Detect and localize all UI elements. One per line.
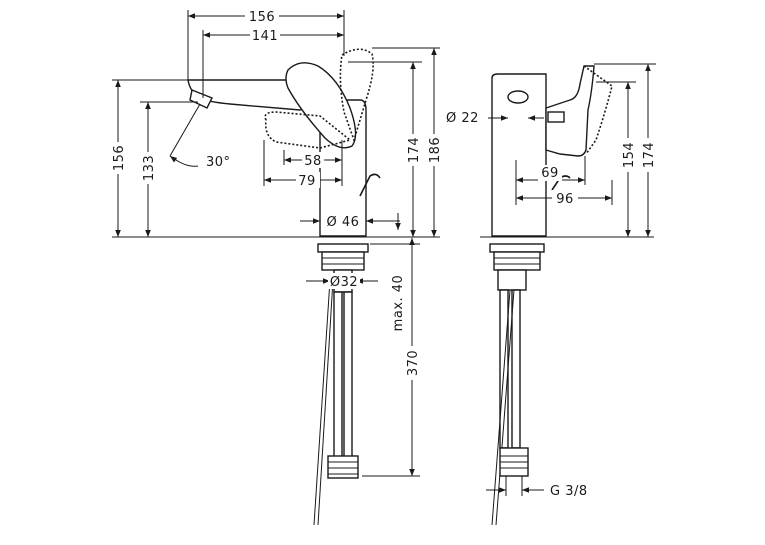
base-plate xyxy=(317,243,369,253)
front-handle xyxy=(545,65,595,157)
dim-max-40: max. 40 xyxy=(391,275,406,332)
supply-hose-1 xyxy=(333,291,343,461)
dim-141: 141 xyxy=(252,29,278,44)
base-ring xyxy=(321,251,365,271)
flex-hose-diagonal xyxy=(317,279,334,526)
front-view: Ø 22 69 96 154 174 G 3/8 xyxy=(446,63,657,526)
dim-thread-g38: G 3/8 xyxy=(550,484,588,499)
dim-156-top: 156 xyxy=(249,10,275,25)
front-base-ring xyxy=(493,251,541,271)
dim-133: 133 xyxy=(142,155,157,181)
dim-30-degree: 30° xyxy=(206,155,231,170)
dim-186: 186 xyxy=(428,137,443,163)
aerator xyxy=(189,89,213,109)
supply-hose-2 xyxy=(343,291,353,461)
dim-diameter-22: Ø 22 xyxy=(446,111,479,126)
side-view: 156 141 156 133 30° 58 79 174 186 xyxy=(110,8,443,526)
dim-174-left: 174 xyxy=(407,137,422,163)
dim-96: 96 xyxy=(556,192,574,207)
dim-154: 154 xyxy=(622,142,637,168)
dim-174-right: 174 xyxy=(642,142,657,168)
popup-rod xyxy=(359,173,381,197)
dim-370: 370 xyxy=(406,350,421,376)
dim-69: 69 xyxy=(541,166,559,181)
front-handle-alt xyxy=(583,65,613,155)
spout-opening xyxy=(507,90,529,104)
dim-diameter-46: Ø 46 xyxy=(327,215,360,230)
hose-connector xyxy=(327,455,359,479)
dim-58: 58 xyxy=(304,154,322,169)
dim-156-left: 156 xyxy=(112,145,127,171)
handle xyxy=(285,62,357,149)
dim-diameter-32: Ø32 xyxy=(330,275,358,290)
front-base-plate xyxy=(489,243,545,253)
dim-79: 79 xyxy=(298,174,316,189)
handle-alt-position-back xyxy=(264,111,352,149)
